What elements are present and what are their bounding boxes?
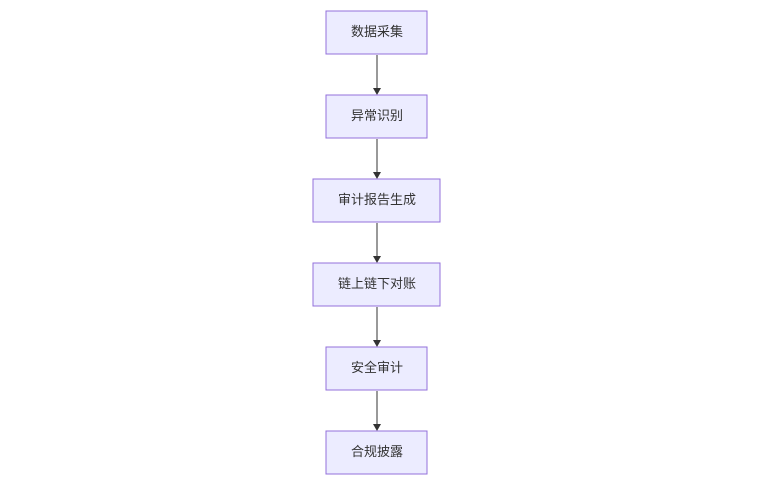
arrowhead-icon <box>373 340 381 347</box>
edge-n2-n3 <box>373 139 381 179</box>
node-compliance-disclosure[interactable]: 合规披露 <box>325 430 428 475</box>
node-label: 异常识别 <box>351 109 403 124</box>
arrowhead-icon <box>373 172 381 179</box>
edge-n5-n6 <box>373 391 381 431</box>
edge-n3-n4 <box>373 223 381 263</box>
node-label: 合规披露 <box>351 445 403 460</box>
node-audit-report-generation[interactable]: 审计报告生成 <box>312 178 441 223</box>
node-label: 审计报告生成 <box>338 193 416 208</box>
node-label: 链上链下对账 <box>338 277 416 292</box>
edge-n1-n2 <box>373 55 381 95</box>
node-anomaly-detection[interactable]: 异常识别 <box>325 94 428 139</box>
node-label: 数据采集 <box>351 24 403 40</box>
arrowhead-icon <box>373 88 381 95</box>
node-data-collection[interactable]: 数据采集 <box>325 10 428 55</box>
arrowhead-icon <box>373 256 381 263</box>
node-onchain-offchain-reconciliation[interactable]: 链上链下对账 <box>312 262 441 307</box>
node-label: 安全审计 <box>351 360 403 376</box>
arrowhead-icon <box>373 424 381 431</box>
edge-n4-n5 <box>373 307 381 347</box>
node-security-audit[interactable]: 安全审计 <box>325 346 428 391</box>
